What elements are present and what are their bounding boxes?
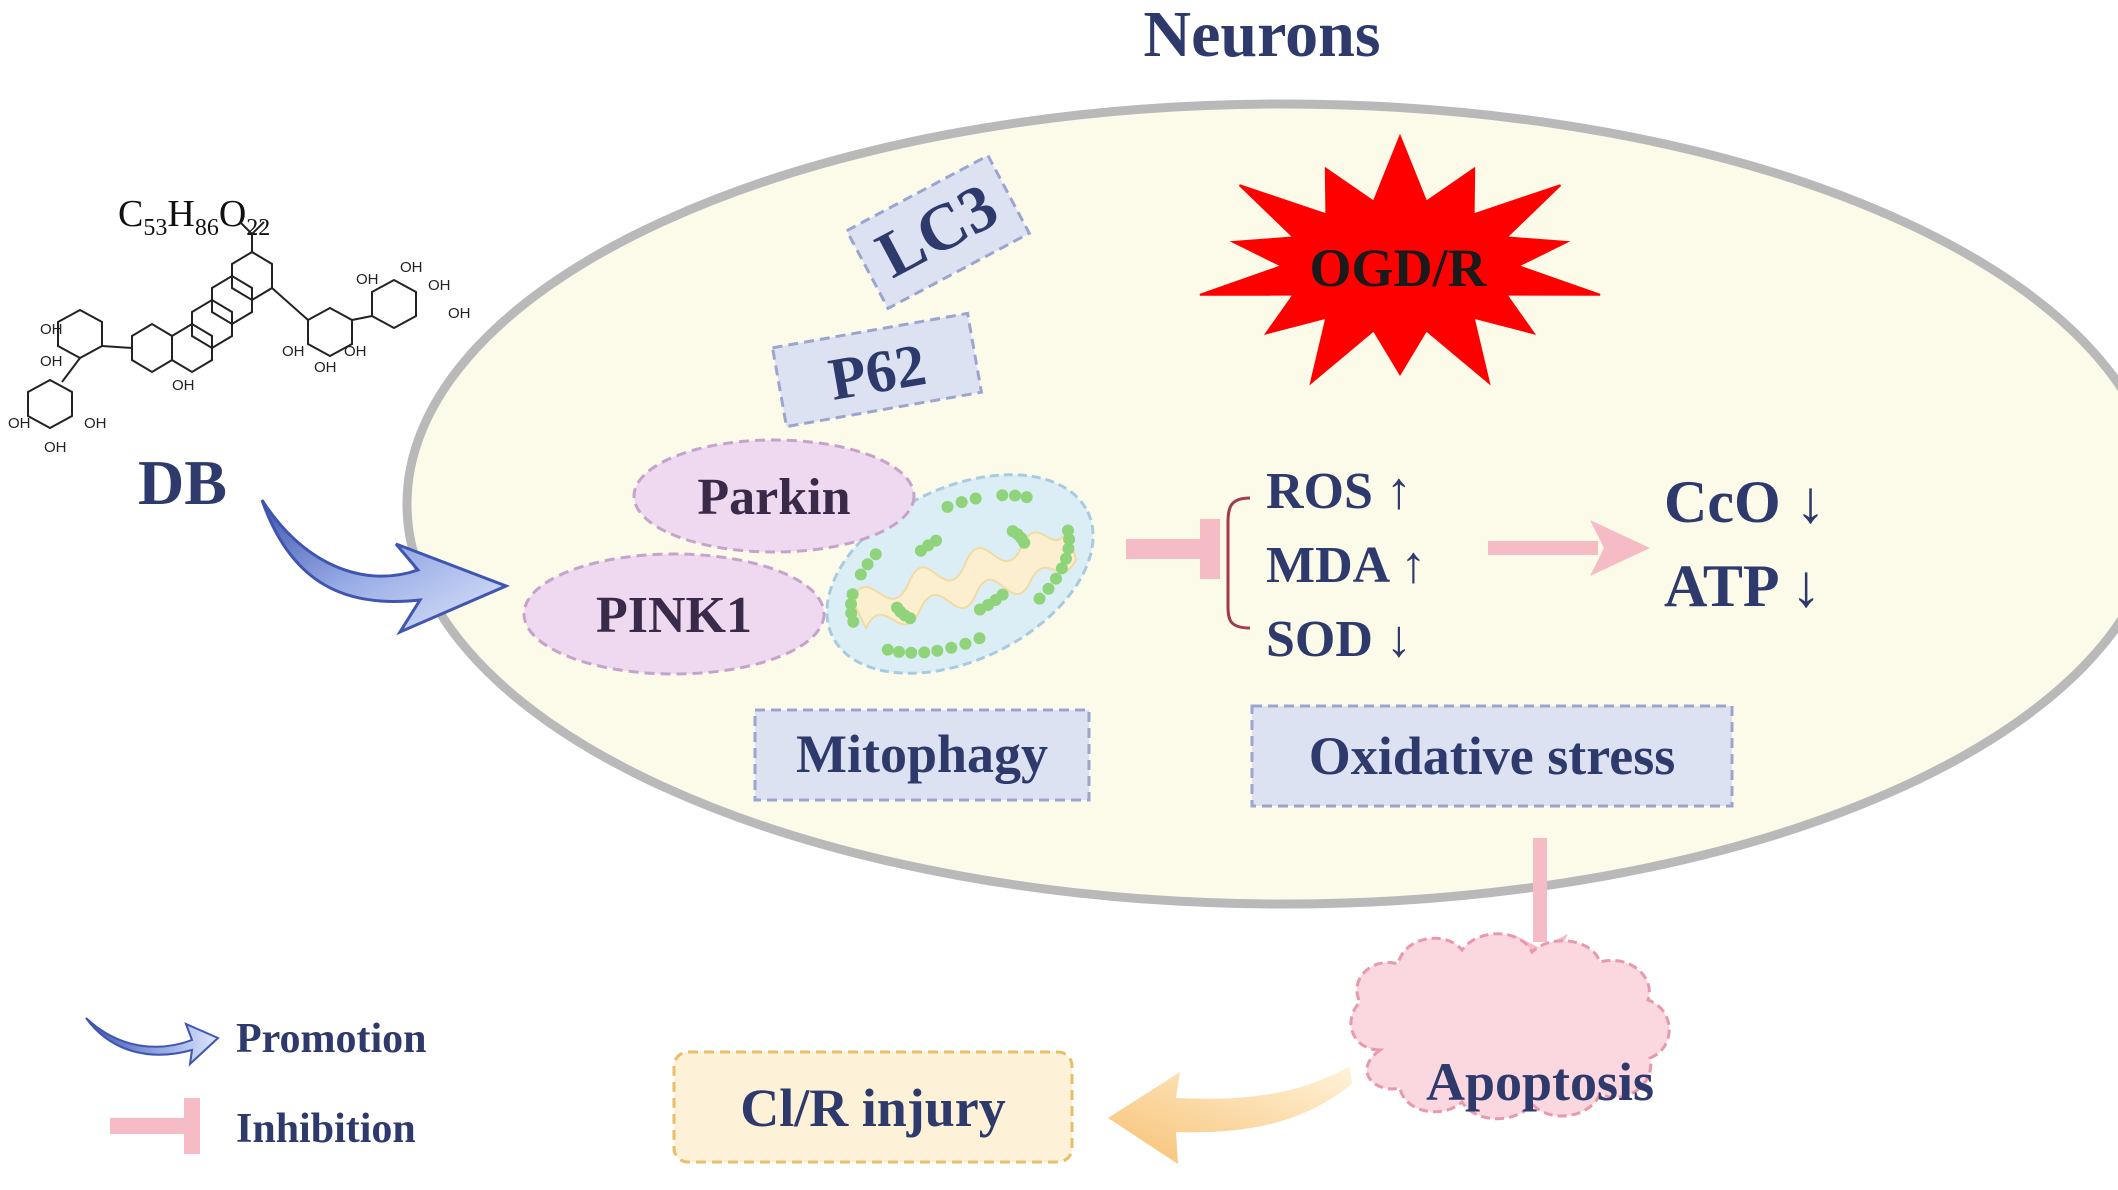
neuron-cell xyxy=(402,99,2118,909)
atp-item: ATP ↓ xyxy=(1664,553,1821,619)
mito-dot xyxy=(1060,552,1072,565)
apoptosis-cloud xyxy=(1349,932,1671,1121)
mitophagy-box xyxy=(753,708,1091,802)
mda-item: MDA ↑ xyxy=(1266,537,1426,594)
mitophagy-label: Mitophagy xyxy=(796,724,1048,784)
legend: Promotion Inhibition xyxy=(85,1016,427,1154)
mito-dot xyxy=(893,645,905,658)
mito-dot xyxy=(869,548,882,561)
mito-dot xyxy=(996,489,1009,502)
title-neurons: Neurons xyxy=(1143,0,1380,71)
mito-dot xyxy=(847,615,860,628)
arrow-oxidative-to-energy xyxy=(1488,520,1650,576)
mito-dot xyxy=(931,644,944,657)
parkin-protein xyxy=(632,438,916,554)
svg-text:OH: OH xyxy=(282,343,305,360)
legend-inhibition-symbol xyxy=(110,1098,200,1154)
compound-formula: C53H86O22 xyxy=(118,193,270,241)
mito-dot xyxy=(973,632,986,645)
mito-dot xyxy=(904,612,917,625)
oxidative-stress-label: Oxidative stress xyxy=(1309,726,1675,786)
svg-text:OH: OH xyxy=(40,321,63,338)
structure-labels: OH OH OH OH OH OH OH OH OH OH OH OH OH xyxy=(8,259,471,456)
mito-dot xyxy=(1050,572,1062,585)
ogdr-label: OGD/R xyxy=(1309,238,1487,298)
mito-dot xyxy=(861,558,874,571)
p62-box: P62 xyxy=(770,311,984,429)
sod-item: SOD ↓ xyxy=(1266,611,1412,668)
pink1-protein xyxy=(522,552,826,676)
svg-text:OH: OH xyxy=(84,415,107,432)
mito-dot xyxy=(941,500,954,513)
apoptosis-label: Apoptosis xyxy=(1426,1052,1654,1112)
mito-dot xyxy=(918,646,931,659)
ros-item: ROS ↑ xyxy=(1266,463,1412,520)
svg-text:OH: OH xyxy=(448,305,471,322)
ogdr-burst xyxy=(1199,133,1601,386)
cco-item: CcO ↓ xyxy=(1664,469,1826,535)
mito-dot xyxy=(1063,533,1076,546)
svg-text:OH: OH xyxy=(356,271,379,288)
mito-dot xyxy=(996,588,1009,601)
mito-dot xyxy=(1009,489,1021,502)
promotion-arrow-main xyxy=(260,499,510,636)
svg-text:OH: OH xyxy=(344,343,367,360)
svg-text:OH: OH xyxy=(428,277,451,294)
compound-structure xyxy=(27,221,417,430)
mito-dots xyxy=(845,489,1076,659)
mito-dot xyxy=(881,643,894,656)
mito-dot xyxy=(1062,524,1074,537)
mito-dot xyxy=(854,568,867,581)
mito-dot xyxy=(1062,542,1075,555)
oxidative-bracket xyxy=(1226,496,1251,630)
mito-dot xyxy=(1055,562,1068,575)
svg-text:OH: OH xyxy=(44,439,67,456)
mito-dot xyxy=(845,598,857,610)
mito-dot xyxy=(1042,582,1055,595)
svg-text:OH: OH xyxy=(8,415,31,432)
injury-label: Cl/R injury xyxy=(740,1078,1006,1138)
mito-dot xyxy=(959,637,972,650)
legend-promotion-label: Promotion xyxy=(236,1016,427,1062)
mito-dot xyxy=(945,641,958,654)
mito-dot xyxy=(1033,592,1046,605)
pink1-label: PINK1 xyxy=(596,587,752,644)
inhibition-symbol xyxy=(1126,519,1220,579)
parkin-label: Parkin xyxy=(697,469,850,526)
svg-text:OH: OH xyxy=(314,359,337,376)
legend-inhibition-label: Inhibition xyxy=(236,1106,416,1152)
mito-dot xyxy=(1020,491,1033,504)
svg-text:OH: OH xyxy=(400,259,423,276)
arrow-to-injury xyxy=(1108,1066,1352,1164)
mito-dot xyxy=(846,588,859,601)
mito-dot xyxy=(914,544,927,557)
legend-promotion-arrow xyxy=(85,1017,220,1067)
mito-dot xyxy=(1006,525,1019,538)
oxidative-stress-box xyxy=(1250,704,1734,808)
svg-text:OH: OH xyxy=(172,377,195,394)
mito-dot xyxy=(969,492,982,505)
injury-box xyxy=(672,1050,1074,1164)
mito-dot xyxy=(905,646,918,659)
compound-name: DB xyxy=(138,447,227,518)
mito-dot xyxy=(955,496,968,509)
svg-text:OH: OH xyxy=(40,353,63,370)
